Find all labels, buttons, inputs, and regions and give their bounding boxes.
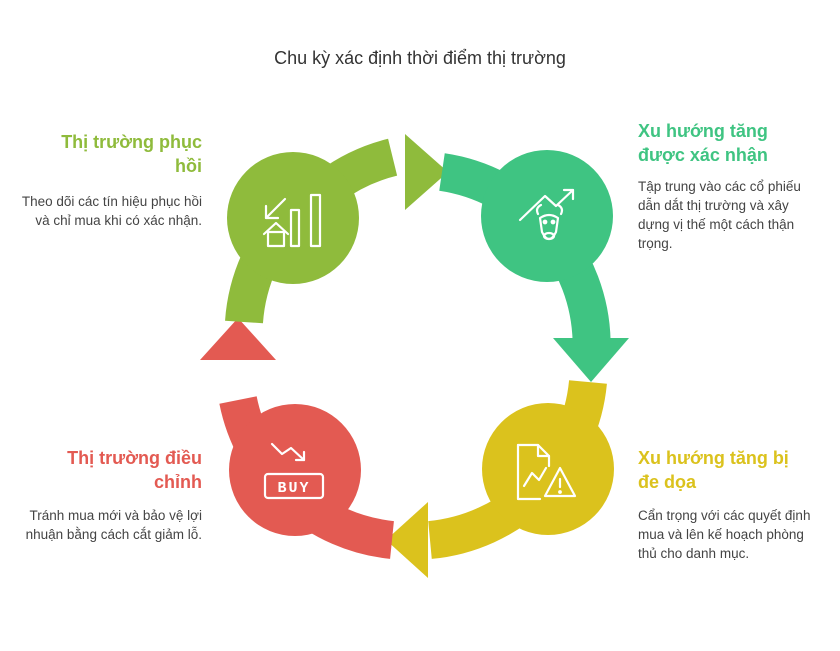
desc-recovery: Theo dõi các tín hiệu phục hồi và chỉ mu… xyxy=(21,194,202,228)
heading-uptrend-confirmed: Xu hướng tăng được xác nhận xyxy=(638,121,768,165)
node-correction xyxy=(229,404,361,536)
arrow-head-green xyxy=(553,338,629,382)
node-uptrend-threatened xyxy=(482,403,614,535)
desc-correction: Tránh mua mới và bảo vệ lợi nhuận bằng c… xyxy=(25,508,202,542)
arrow-head-green-olive xyxy=(405,134,448,210)
bull-rising-icon xyxy=(518,188,575,241)
diagram-title: Chu kỳ xác định thời điểm thị trường xyxy=(274,48,566,68)
recovery-chart-house-icon xyxy=(262,193,322,248)
desc-uptrend-threatened: Cẩn trọng với các quyết định mua và lên … xyxy=(638,508,811,561)
arrow-head-yellow xyxy=(386,502,428,578)
buy-down-icon: BUY xyxy=(263,442,325,500)
heading-recovery: Thị trường phục hồi xyxy=(61,132,202,176)
buy-icon-text: BUY xyxy=(277,480,310,497)
heading-uptrend-threatened: Xu hướng tăng bị đe dọa xyxy=(638,448,789,492)
chart-warning-icon xyxy=(516,443,577,501)
arrow-head-red xyxy=(200,318,276,360)
desc-uptrend-confirmed: Tập trung vào các cổ phiếu dẫn dắt thị t… xyxy=(638,179,801,251)
node-recovery xyxy=(227,152,359,284)
heading-correction: Thị trường điều chỉnh xyxy=(67,448,202,492)
